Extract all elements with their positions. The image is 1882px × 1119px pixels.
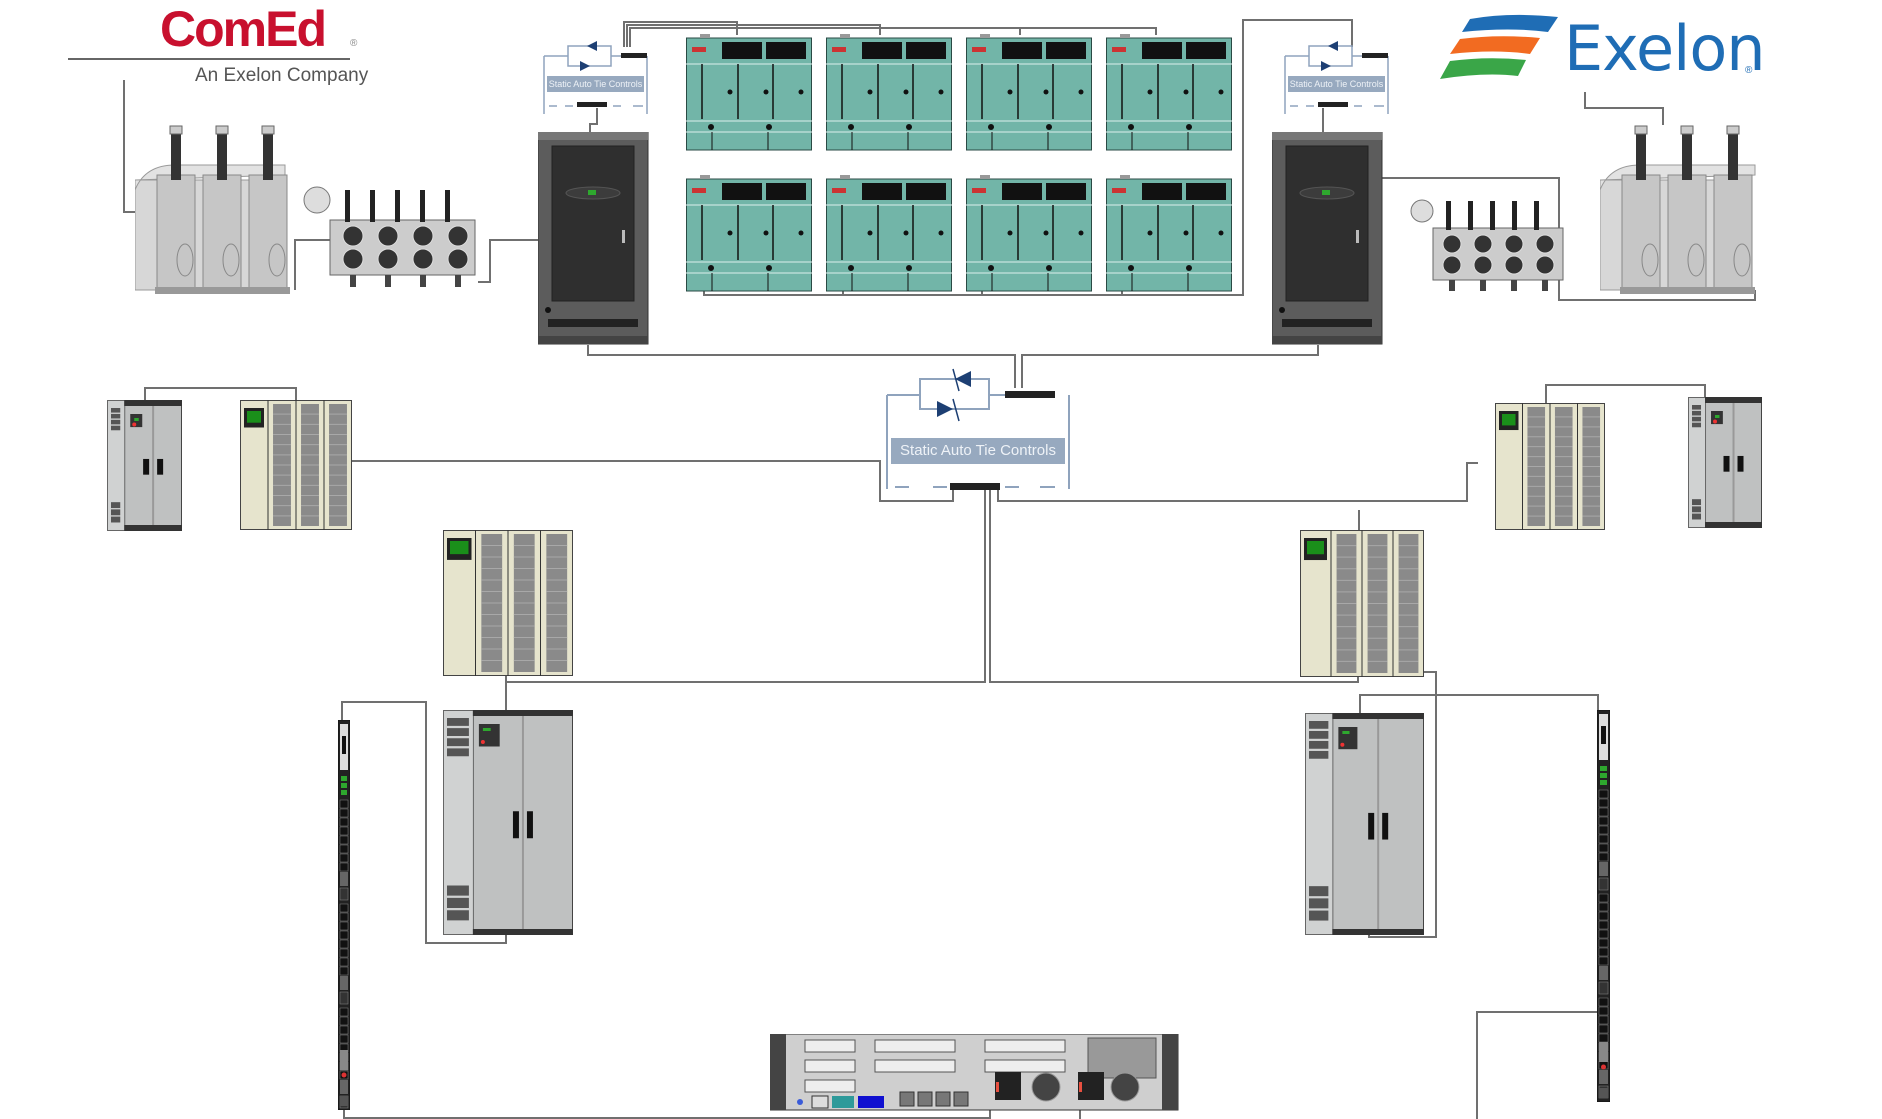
tie-controls-left[interactable]: Static Auto Tie Controls [543, 38, 648, 114]
wire-left-dist-small-top [144, 387, 297, 400]
cabinet-graphic [443, 710, 573, 935]
ups-graphic [240, 400, 352, 530]
power-inlet-2-icon [1078, 1072, 1104, 1100]
wire-left-stepdown-to-switchgear [478, 239, 540, 283]
tie-controls-right[interactable]: Static Auto Tie Controls [1284, 38, 1389, 114]
ups-mid-right[interactable] [1300, 530, 1424, 677]
dist-large-right[interactable] [1305, 713, 1424, 935]
wire-right-switchgear-to-stepdown [1382, 177, 1756, 301]
generator[interactable] [686, 175, 812, 292]
tie-controls-label: Static Auto Tie Controls [1288, 76, 1385, 92]
wire-gen-bus-top-3 [629, 27, 1021, 47]
wire-center-tie-to-mid-left-ups [505, 488, 986, 683]
generator[interactable] [826, 34, 952, 151]
wire-left-tie-to-switchgear [589, 108, 598, 133]
pdu-graphic [337, 719, 351, 1111]
wire-right-large-to-pdu [1359, 694, 1599, 713]
tie-controls-center[interactable]: Static Auto Tie Controls [885, 365, 1071, 495]
rack-server-2u[interactable] [770, 1034, 1180, 1112]
cabinet-graphic [1688, 397, 1762, 528]
dist-large-left[interactable] [443, 710, 573, 935]
ups-top-right[interactable] [1495, 403, 1605, 530]
wire-right-switchgear-to-center-tie [1021, 345, 1319, 388]
psu-fan-1-icon [1031, 1072, 1061, 1102]
right-utility-transformer[interactable] [1600, 120, 1765, 295]
tie-controls-label: Static Auto Tie Controls [547, 76, 644, 92]
right-stepdown-transformer[interactable] [1408, 193, 1568, 303]
pdu-right[interactable] [1596, 709, 1611, 1103]
pdu-graphic [1596, 709, 1611, 1103]
wire-left-xfmr-to-stepdown [294, 239, 330, 290]
power-inlet-1-icon [995, 1072, 1021, 1100]
wire-gen-bus-top-4 [1020, 27, 1157, 35]
generator[interactable] [966, 34, 1092, 151]
mgmt-port-icon [811, 1095, 829, 1109]
exelon-swoosh-icon [1440, 14, 1558, 79]
wire-center-tie-to-right-ups [997, 462, 1478, 502]
comed-tagline: An Exelon Company [195, 65, 369, 86]
wire-right-pdu-to-server [1079, 1011, 1598, 1119]
dist-small-right[interactable] [1688, 397, 1762, 528]
comed-logo-text: ComEd [160, 1, 327, 57]
cabinet-graphic [107, 400, 182, 531]
cabinet-graphic [1305, 713, 1424, 935]
ups-graphic [443, 530, 573, 676]
wire-right-utility-feed [1584, 92, 1664, 125]
ups-top-left[interactable] [240, 400, 352, 530]
ups-graphic [1300, 530, 1424, 677]
generator[interactable] [1106, 175, 1232, 292]
thyristor-pair-icon [543, 41, 648, 114]
wire-center-tie-to-mid-right-ups [989, 488, 1359, 683]
comed-logo: ComEd ® [160, 0, 360, 95]
wire-left-utility-feed [123, 80, 136, 213]
left-stepdown-transformer[interactable] [300, 180, 480, 300]
tie-controls-label: Static Auto Tie Controls [891, 438, 1065, 464]
generator[interactable] [686, 34, 812, 151]
right-switchgear[interactable] [1272, 132, 1384, 347]
comed-registered-mark: ® [350, 38, 358, 49]
exelon-registered-mark: ® [1745, 65, 1753, 76]
pdu-left[interactable] [337, 719, 351, 1111]
left-utility-transformer[interactable] [135, 120, 305, 295]
thyristor-pair-icon [1284, 41, 1389, 114]
vga-port-icon [858, 1096, 884, 1108]
generator[interactable] [1106, 34, 1232, 151]
dist-small-left[interactable] [107, 400, 182, 531]
generator-bank [686, 34, 1236, 294]
wire-center-tie-to-left-ups [352, 460, 954, 502]
psu-fan-2-icon [1110, 1072, 1140, 1102]
wire-left-large-to-pdu [341, 701, 507, 944]
wire-left-switchgear-to-center-tie [587, 345, 1016, 388]
wire-right-dist-small-top [1545, 384, 1706, 403]
ups-mid-left[interactable] [443, 530, 573, 676]
exelon-logo: Exelon ® [1440, 10, 1770, 90]
generator[interactable] [826, 175, 952, 292]
ups-graphic [1495, 403, 1605, 530]
exelon-logo-text: Exelon [1564, 12, 1766, 85]
comed-divider [68, 58, 350, 60]
generator[interactable] [966, 175, 1092, 292]
thyristor-pair-icon [886, 368, 1070, 490]
left-switchgear[interactable] [538, 132, 650, 347]
wire-gen-bus-top-2 [626, 24, 881, 47]
